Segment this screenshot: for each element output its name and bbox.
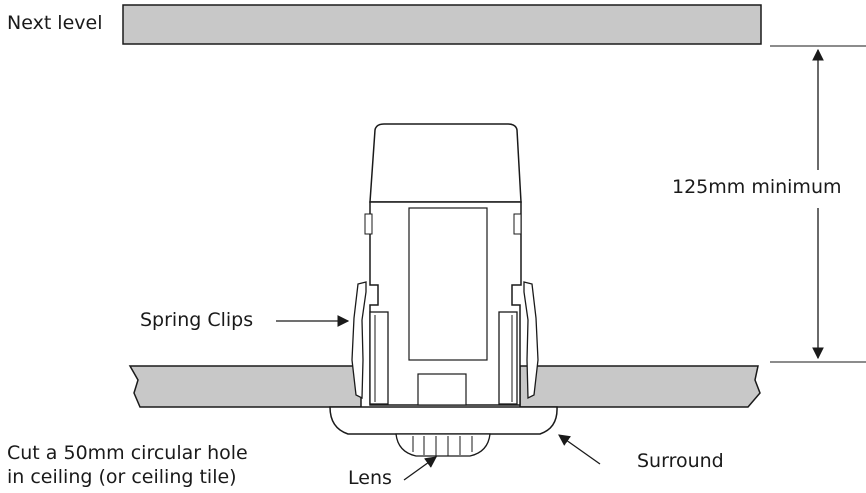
sensor-surround (329, 406, 558, 435)
clearance-dimension-label: 125mm minimum (672, 176, 842, 199)
sensor-top-cap (369, 123, 522, 203)
spring-clip-left (351, 281, 367, 400)
surround-label: Surround (637, 450, 724, 472)
next-level-slab (122, 4, 762, 45)
lens-label: Lens (348, 467, 392, 489)
sensor-lens (395, 433, 491, 457)
next-level-label: Next level (7, 12, 103, 34)
ceiling-tile-left (128, 365, 362, 408)
ceiling-tile-right (519, 365, 761, 408)
sensor-lens-facets (412, 436, 473, 456)
spring-clip-right-plate (498, 311, 518, 405)
surround-leader-arrow (558, 434, 601, 465)
spring-clip-left-plate (369, 311, 389, 405)
lens-leader-arrow (403, 456, 437, 481)
sensor-side-tab-right (513, 213, 522, 235)
sensor-bottom-tab (417, 373, 467, 406)
spring-clips-label: Spring Clips (140, 309, 254, 331)
sensor-center-window (408, 207, 488, 361)
instruction-line-1: Cut a 50mm circular hole (7, 442, 248, 464)
spring-clip-right (523, 281, 539, 400)
sensor-side-tab-left (364, 213, 373, 235)
instruction-line-2: in ceiling (or ceiling tile) (7, 466, 237, 488)
